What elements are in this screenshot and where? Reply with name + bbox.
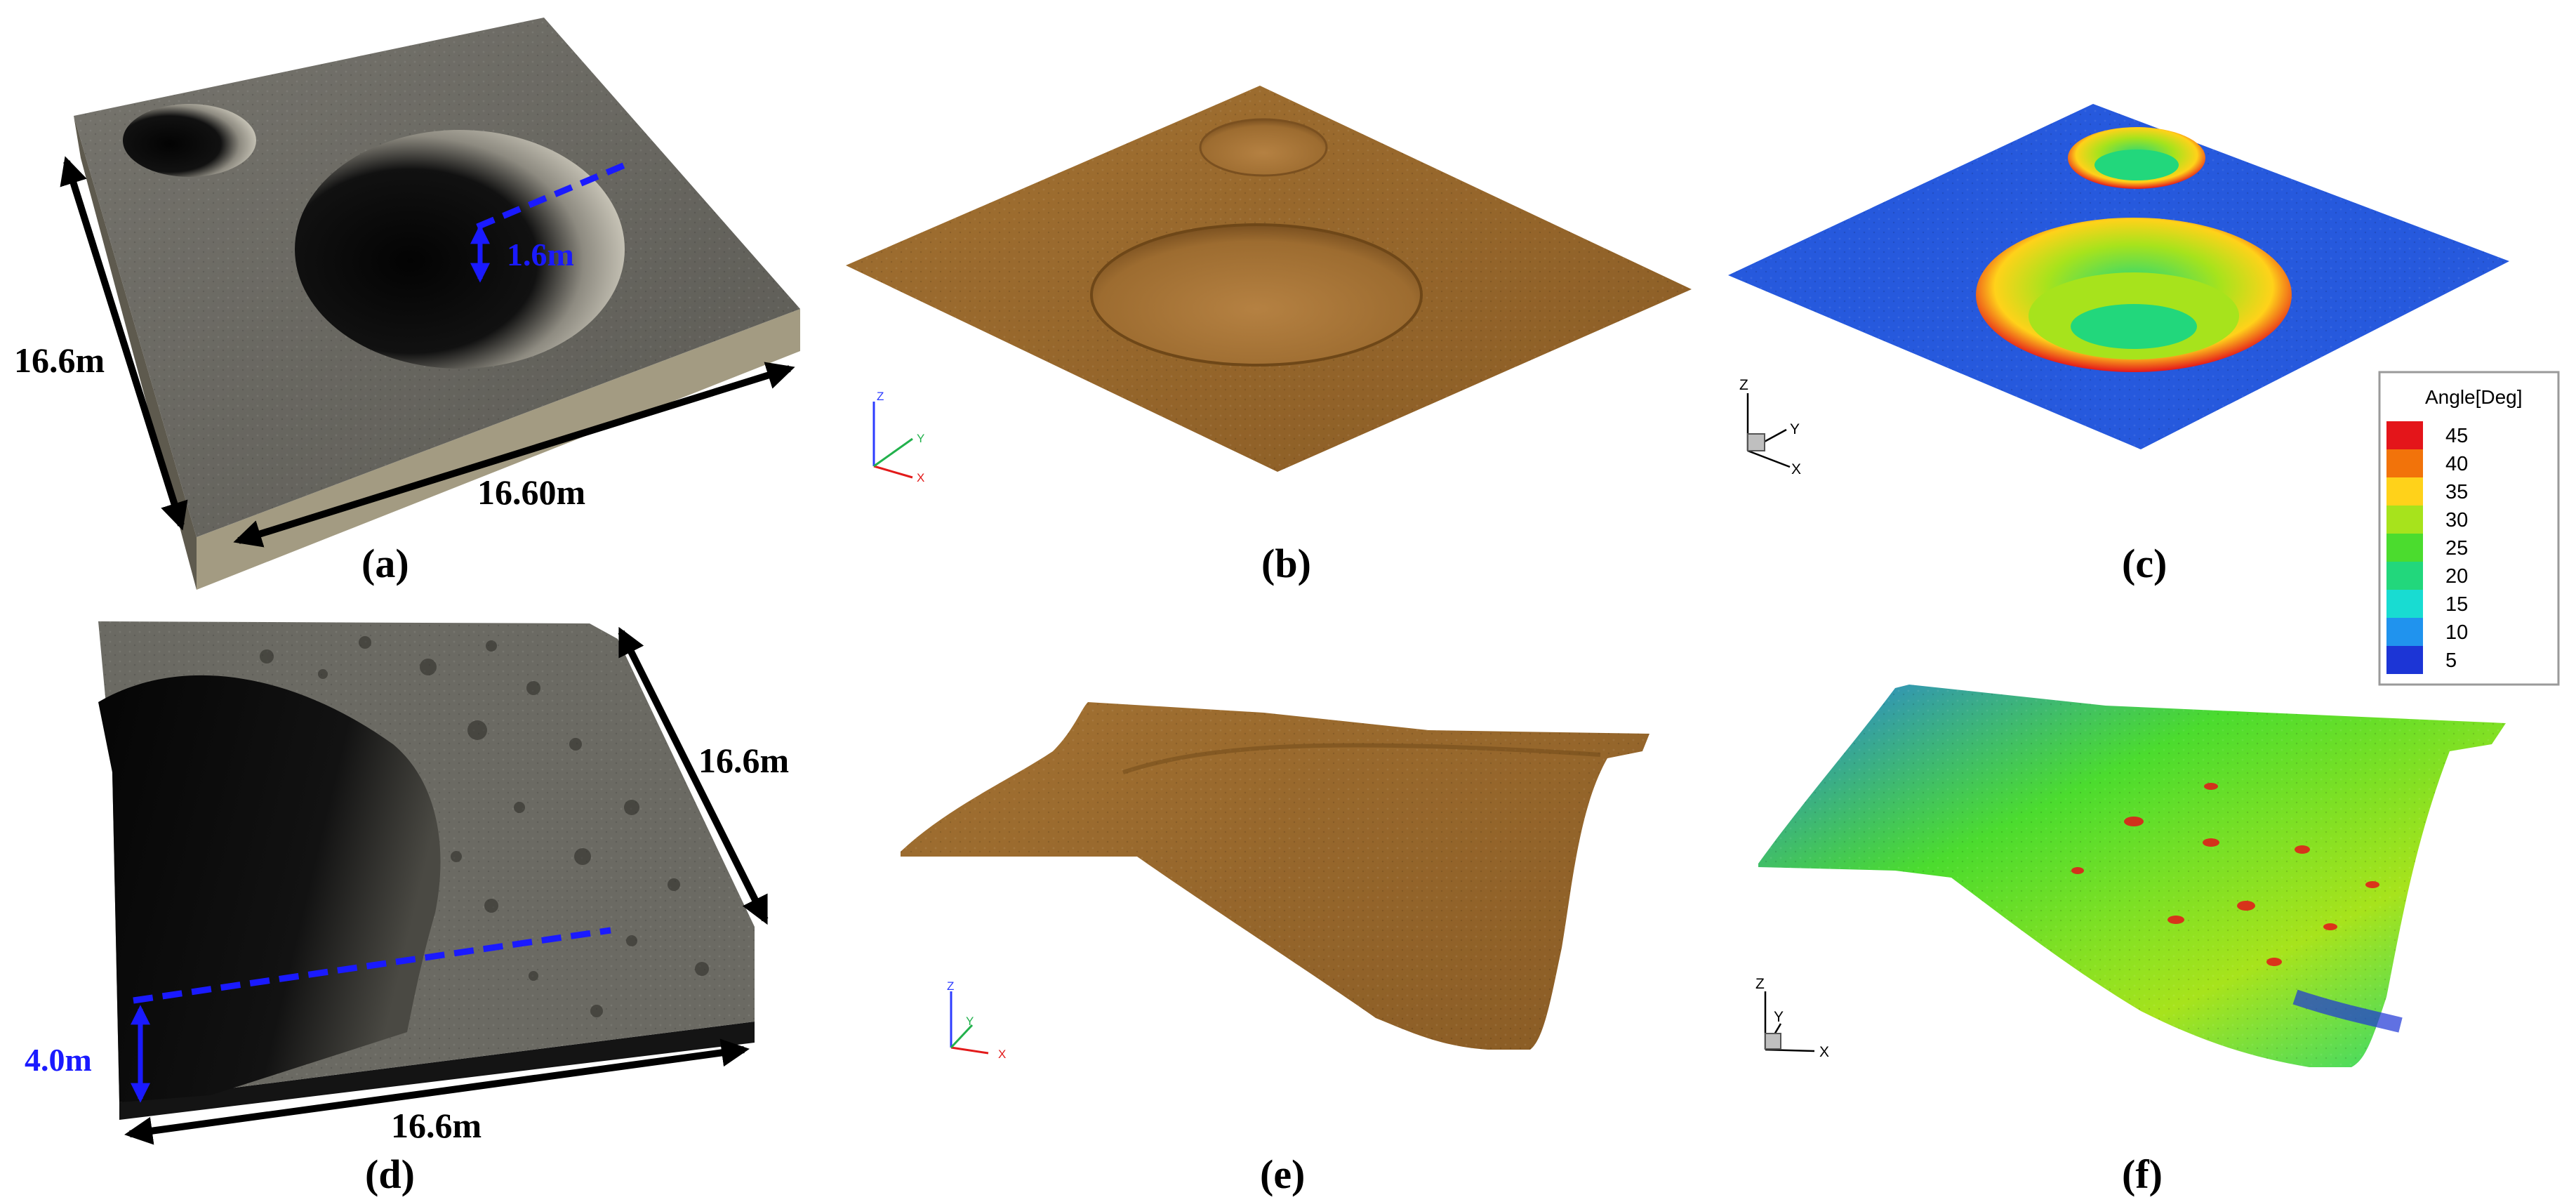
front-length-label-d: 16.6m xyxy=(391,1106,482,1145)
axis-z-label-c: Z xyxy=(1739,377,1748,393)
panel-f: Z Y X (f) xyxy=(1755,685,2506,1197)
legend-swatch xyxy=(2386,449,2423,477)
axis-y-label-e: Y xyxy=(966,1015,974,1028)
axis-x-label-f: X xyxy=(1819,1044,1829,1060)
small-crater-b xyxy=(1199,118,1328,177)
axis-x-label-b: X xyxy=(917,471,924,484)
panel-e: Z Y X (e) xyxy=(901,702,1649,1197)
caption-e: (e) xyxy=(1260,1151,1305,1197)
axis-z-label-f: Z xyxy=(1755,976,1765,992)
small-crater-a xyxy=(123,104,256,177)
crater-depth-label-a: 1.6m xyxy=(507,237,574,272)
caption-d: (d) xyxy=(365,1151,415,1197)
legend-swatch xyxy=(2386,477,2423,506)
axis-y-label-f: Y xyxy=(1774,1009,1784,1025)
axis-triad-c: Z Y X xyxy=(1739,377,1801,477)
axis-x-label-e: X xyxy=(998,1048,1006,1061)
legend-swatch xyxy=(2386,506,2423,534)
axis-y-label-b: Y xyxy=(917,432,924,445)
legend-level-label: 40 xyxy=(2445,453,2468,475)
side-length-label-a: 16.6m xyxy=(14,341,105,380)
legend-level-label: 35 xyxy=(2445,481,2468,503)
legend-scale: 45 40 35 30 25 20 15 10 5 xyxy=(2386,421,2468,674)
axis-triad-e: Z Y X xyxy=(947,979,1006,1061)
large-crater-shadow-d xyxy=(98,675,441,1102)
side-length-arrow-d xyxy=(618,626,769,925)
front-length-arrow-d xyxy=(124,1038,750,1145)
legend-swatch xyxy=(2386,534,2423,562)
caption-f: (f) xyxy=(2122,1151,2163,1197)
legend-swatch xyxy=(2386,562,2423,590)
axis-triad-f: Z Y X xyxy=(1755,976,1829,1060)
side-length-arrow-a xyxy=(60,156,188,531)
front-length-label-a: 16.60m xyxy=(477,473,585,512)
caption-c: (c) xyxy=(2122,541,2167,586)
legend-level-label: 30 xyxy=(2445,509,2468,531)
angle-legend: Angle[Deg] 45 40 35 30 25 20 15 10 5 xyxy=(2378,371,2560,686)
legend-level-label: 15 xyxy=(2445,593,2468,616)
legend-level-label: 20 xyxy=(2445,565,2468,588)
large-crater-b xyxy=(1090,223,1423,366)
legend-swatch xyxy=(2386,618,2423,646)
side-length-label-d: 16.6m xyxy=(698,741,789,780)
axis-z-label-e: Z xyxy=(947,979,954,993)
crater-diameter-dashed-d xyxy=(133,927,611,1004)
panel-c: Z Y X (c) xyxy=(1728,104,2509,586)
large-crater-a xyxy=(295,130,625,369)
legend-level-label: 5 xyxy=(2445,649,2457,672)
axis-z-label-b: Z xyxy=(877,390,884,403)
axis-y-label-c: Y xyxy=(1790,421,1800,437)
legend-level-label: 10 xyxy=(2445,621,2468,644)
caption-b: (b) xyxy=(1261,541,1311,586)
panel-a: 16.6m 16.60m 1.6m (a) xyxy=(14,18,800,590)
crater-depth-label-d: 4.0m xyxy=(25,1042,92,1078)
axis-x-label-c: X xyxy=(1791,461,1801,477)
legend-title: Angle[Deg] xyxy=(2425,386,2523,408)
panel-d: 16.6m 16.6m 4.0m (d) xyxy=(25,621,789,1197)
front-length-arrow-a xyxy=(233,362,795,548)
legend-swatch xyxy=(2386,590,2423,618)
axis-triad-b: Z Y X xyxy=(872,390,924,484)
slope-hotspots-f xyxy=(2071,783,2379,966)
legend-swatch xyxy=(2386,646,2423,674)
panel-b: Z Y X (b) xyxy=(846,86,1692,586)
legend-level-label: 45 xyxy=(2445,425,2468,447)
legend-swatch xyxy=(2386,421,2423,449)
legend-level-label: 25 xyxy=(2445,537,2468,560)
caption-a: (a) xyxy=(361,541,409,586)
